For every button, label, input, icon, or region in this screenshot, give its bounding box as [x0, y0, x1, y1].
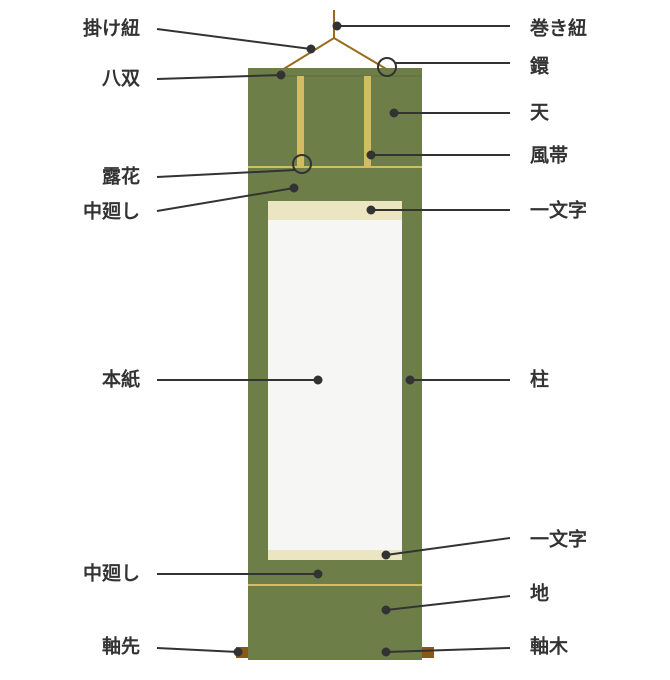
- label-nakamawashi-bottom: 中廻し: [83, 562, 140, 585]
- label-kan: 鐶: [530, 55, 550, 78]
- label-nakamawashi-top: 中廻し: [83, 200, 140, 223]
- label-hashira: 柱: [530, 368, 549, 391]
- label-ichimonji-top: 一文字: [530, 199, 587, 222]
- fuutai-left: [297, 76, 304, 168]
- label-hassou: 八双: [102, 68, 140, 90]
- label-roka: 露花: [102, 165, 140, 188]
- roka-ring: [292, 154, 312, 174]
- ichimonji-top-strip: [268, 201, 402, 220]
- label-makihimo: 巻き紐: [529, 17, 587, 40]
- label-ten: 天: [530, 102, 550, 124]
- scroll-body: [236, 57, 434, 660]
- honshi-paper: [268, 220, 402, 550]
- label-honshi: 本紙: [102, 368, 140, 391]
- leader-lines: [156, 21, 511, 657]
- label-kakehimo: 掛け紐: [83, 17, 140, 40]
- kan-ring: [377, 57, 397, 77]
- label-ichimonji-bottom: 一文字: [530, 528, 587, 551]
- ichimonji-bottom-strip: [268, 550, 402, 560]
- hanging-cord: [281, 10, 389, 71]
- label-chi: 地: [530, 582, 549, 605]
- jikusaki-right: [422, 647, 434, 658]
- fuutai-right: [364, 76, 371, 168]
- label-jikugi: 軸木: [530, 635, 569, 658]
- label-jikusaki: 軸先: [102, 635, 140, 658]
- label-fuutai: 風帯: [530, 144, 568, 167]
